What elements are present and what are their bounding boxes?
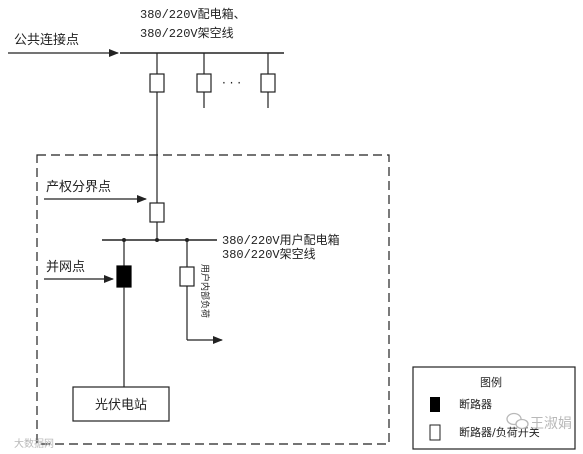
ellipsis: · · · <box>222 76 241 90</box>
legend-hollow-breaker-symbol <box>429 424 441 441</box>
feeder-3-breaker <box>260 73 276 93</box>
public-connection-label: 公共连接点 <box>14 32 79 48</box>
user-bus-section: 380/220V用户配电箱 380/220V架空线 <box>102 232 340 262</box>
user-internal-load-label: 用户内部负荷 <box>199 264 211 318</box>
user-box-label-line2: 380/220V架空线 <box>222 247 316 262</box>
pv-station-label: 光伏电站 <box>95 398 147 413</box>
pv-branch: 并网点 光伏电站 <box>44 240 170 422</box>
feeder-1-breaker <box>149 73 165 93</box>
watermark-wechat-icon <box>506 412 529 430</box>
legend-item-1-label: 断路器 <box>459 397 492 411</box>
top-box-label-line1: 380/220V配电箱、 <box>140 6 246 22</box>
property-boundary-section: 产权分界点 <box>44 179 165 240</box>
grid-connection-label: 并网点 <box>46 260 85 275</box>
load-branch: 用户内部负荷 <box>179 240 223 344</box>
load-breaker <box>179 266 195 287</box>
user-boundary <box>36 154 390 445</box>
property-boundary-label: 产权分界点 <box>46 179 111 195</box>
watermark-right: 王淑娟 <box>530 416 572 432</box>
watermark-left: 大数据网 <box>14 437 54 450</box>
legend: 图例 断路器 断路器/负荷开关 <box>412 366 576 450</box>
watermarks: 大数据网 王淑娟 <box>14 412 572 450</box>
legend-item-2-label: 断路器/负荷开关 <box>459 425 540 439</box>
pv-station-box <box>72 386 170 422</box>
bus-node-main <box>155 238 159 242</box>
feeder-2-breaker <box>196 73 212 93</box>
grid-connection-breaker <box>116 265 132 288</box>
top-box-label-line2: 380/220V架空线 <box>140 26 234 41</box>
boundary-breaker <box>149 202 165 223</box>
legend-title: 图例 <box>480 375 502 389</box>
legend-filled-breaker-symbol <box>430 397 440 412</box>
user-box-label-line1: 380/220V用户配电箱 <box>222 232 340 248</box>
top-distribution-section: 公共连接点 380/220V配电箱、 380/220V架空线 · · · <box>8 6 284 108</box>
